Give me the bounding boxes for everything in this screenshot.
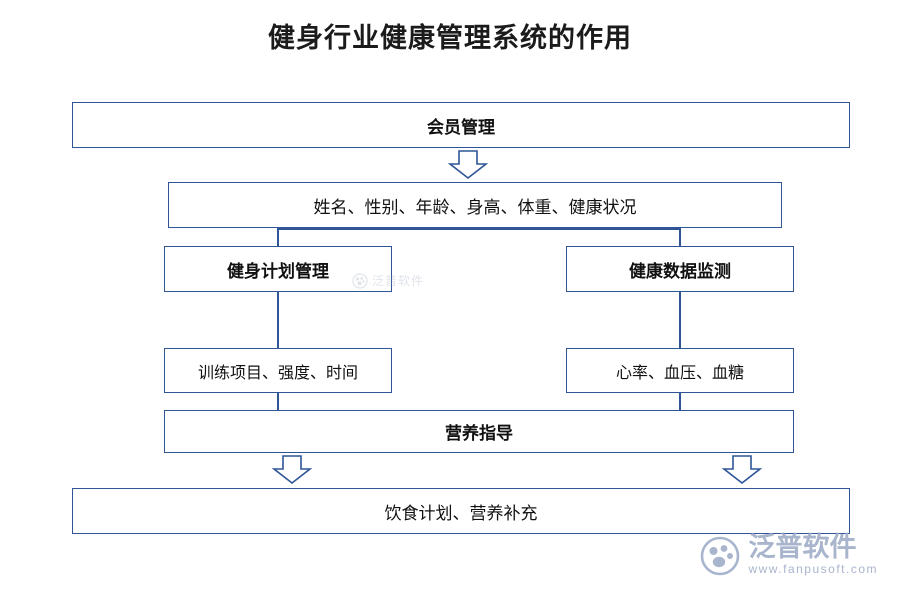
node-vitals: 心率、血压、血糖 xyxy=(566,348,794,393)
brand-logo-en: www.fanpusoft.com xyxy=(748,562,878,577)
brand-logo-text-stack: 泛普软件 www.fanpusoft.com xyxy=(748,534,878,578)
hollow-down-arrow-icon xyxy=(271,455,313,490)
paw-logo-icon xyxy=(701,536,740,576)
node-diet-plan: 饮食计划、营养补充 xyxy=(72,488,850,534)
connector-health-monitor-to-vitals xyxy=(679,292,681,348)
node-member-management: 会员管理 xyxy=(72,102,850,148)
hollow-down-arrow-icon xyxy=(721,455,763,490)
brand-logo-watermark: 泛普软件 www.fanpusoft.com xyxy=(700,534,878,578)
connector-fields-to-health-monitor xyxy=(679,228,681,246)
node-training-items: 训练项目、强度、时间 xyxy=(164,348,392,393)
node-member-fields: 姓名、性别、年龄、身高、体重、健康状况 xyxy=(168,182,782,228)
connector-fitness-plan-to-training-items xyxy=(277,292,279,348)
hollow-down-arrow-icon xyxy=(447,150,489,185)
page-title: 健身行业健康管理系统的作用 xyxy=(268,23,632,53)
node-health-monitor: 健康数据监测 xyxy=(566,246,794,292)
connector-fields-horizontal xyxy=(277,228,680,230)
node-fitness-plan: 健身计划管理 xyxy=(164,246,392,292)
connector-training-items-to-nutrition xyxy=(277,393,279,410)
connector-fields-to-fitness-plan xyxy=(277,228,279,246)
brand-logo-cn: 泛普软件 xyxy=(748,532,857,563)
connector-vitals-to-nutrition xyxy=(679,393,681,410)
node-nutrition-guide: 营养指导 xyxy=(164,410,794,453)
